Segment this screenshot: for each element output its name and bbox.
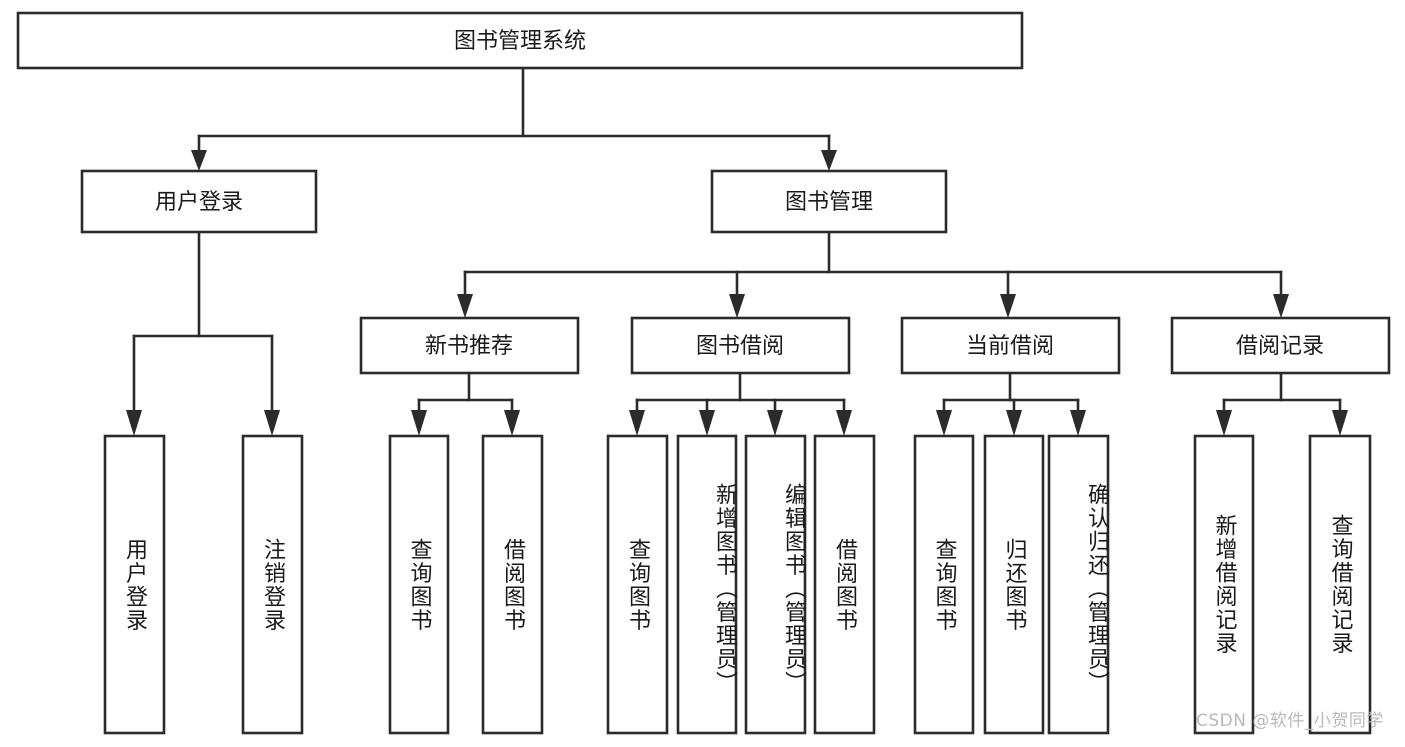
arrowhead-icon	[767, 410, 783, 436]
connector-userlogin-to-leaves	[126, 230, 280, 436]
arrowhead-icon	[1006, 410, 1022, 436]
arrowhead-icon	[264, 410, 280, 436]
arrowhead-icon	[1332, 410, 1348, 436]
node-user-login-box[interactable]	[80, 169, 318, 234]
arrowhead-icon	[836, 410, 852, 436]
arrowhead-icon	[1070, 410, 1086, 436]
connector-root-to-level2	[191, 66, 837, 171]
node-leaf-edit-book-box[interactable]	[744, 434, 807, 735]
node-leaf-borrow-book-1-box[interactable]	[481, 434, 544, 735]
node-borrow-record-label: 借阅记录	[1236, 334, 1324, 359]
node-current-borrow-label: 当前借阅	[966, 334, 1054, 359]
arrowhead-icon	[729, 294, 745, 318]
arrowhead-icon	[821, 150, 837, 171]
node-root-box[interactable]	[16, 11, 1024, 70]
node-leaf-user-login-box[interactable]	[103, 434, 166, 735]
arrowhead-icon	[191, 150, 207, 171]
connector-borrowrecord-to-leaves	[1216, 371, 1348, 436]
node-new-book-recommend-label: 新书推荐	[425, 334, 513, 359]
arrowhead-icon	[457, 294, 473, 318]
node-current-borrow[interactable]: 当前借阅	[900, 316, 1121, 375]
arrowhead-icon	[1000, 294, 1016, 318]
node-borrow-record[interactable]: 借阅记录	[1170, 316, 1391, 375]
node-book-management-box[interactable]	[710, 169, 948, 234]
arrowhead-icon	[504, 410, 520, 436]
node-root[interactable]: 图书管理系统	[16, 11, 1024, 70]
connector-newbook-to-leaves	[411, 371, 520, 436]
node-book-borrow-label: 图书借阅	[696, 334, 784, 359]
arrowhead-icon	[411, 410, 427, 436]
arrowhead-icon	[1216, 410, 1232, 436]
node-leaf-query-book-3-box[interactable]	[913, 434, 975, 735]
arrowhead-icon	[699, 410, 715, 436]
connector-bookmanagement-to-level3	[457, 230, 1289, 318]
node-book-management-label: 图书管理	[785, 190, 873, 215]
node-leaf-return-book-box[interactable]	[983, 434, 1045, 735]
node-leaf-borrow-book-2-box[interactable]	[813, 434, 876, 735]
node-leaf-add-book-box[interactable]	[676, 434, 738, 735]
node-new-book-recommend[interactable]: 新书推荐	[359, 316, 580, 375]
node-book-management[interactable]: 图书管理	[710, 169, 948, 234]
node-user-login[interactable]: 用户登录	[80, 169, 318, 234]
arrowhead-icon	[126, 410, 142, 436]
node-leaf-query-borrow-record-box[interactable]	[1308, 434, 1372, 735]
connector-currentborrow-to-leaves	[936, 371, 1086, 436]
node-root-label: 图书管理系统	[454, 29, 586, 54]
node-leaf-user-logout-box[interactable]	[241, 434, 304, 735]
arrowhead-icon	[629, 410, 645, 436]
node-borrow-record-box[interactable]	[1170, 316, 1391, 375]
node-leaf-query-book-2-box[interactable]	[606, 434, 669, 735]
arrowhead-icon	[1273, 294, 1289, 318]
node-book-borrow[interactable]: 图书借阅	[630, 316, 851, 375]
node-book-borrow-box[interactable]	[630, 316, 851, 375]
node-leaf-confirm-return-box[interactable]	[1047, 434, 1110, 735]
node-new-book-recommend-box[interactable]	[359, 316, 580, 375]
node-current-borrow-box[interactable]	[900, 316, 1121, 375]
watermark-text: CSDN @软件_小贺同学	[1196, 711, 1384, 731]
connector-bookborrow-to-leaves	[629, 371, 852, 436]
node-user-login-label: 用户登录	[155, 190, 243, 215]
node-leaf-add-borrow-record-box[interactable]	[1193, 434, 1255, 735]
node-leaf-query-book-1-box[interactable]	[388, 434, 450, 735]
arrowhead-icon	[936, 410, 952, 436]
